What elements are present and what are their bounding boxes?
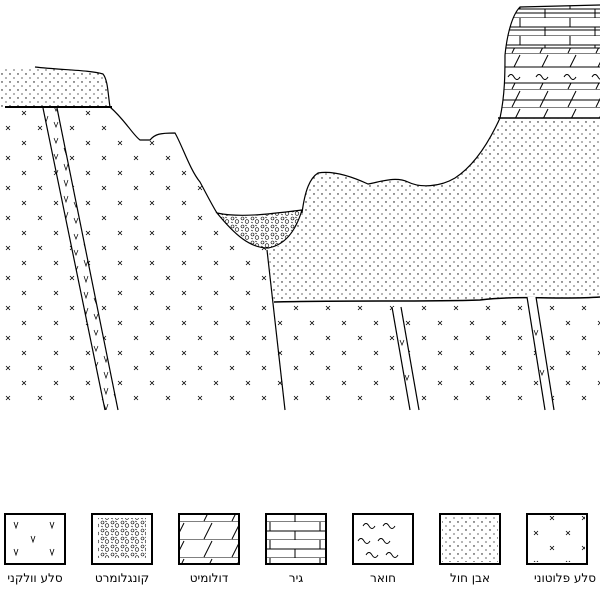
legend-item-dolomite: דולומיט <box>178 513 240 585</box>
sandstone-swatch <box>442 516 498 562</box>
dolomite-swatch <box>180 515 238 563</box>
legend-label-marl: חואר <box>370 571 396 585</box>
fault-line <box>266 249 286 411</box>
cliff-stratigraphic-sequence <box>500 5 600 118</box>
conglomerate-swatch <box>98 518 146 558</box>
legend-item-sandstone: אבן חול <box>439 513 501 585</box>
volcanic-swatch <box>13 521 55 557</box>
plutonic-rock-layer <box>0 107 600 410</box>
marl-swatch <box>357 523 399 558</box>
legend-label-dolomite: דולומיט <box>190 571 229 585</box>
legend-item-volcanic: סלע וולקני <box>4 513 66 585</box>
legend-item-marl: חואר <box>352 513 414 585</box>
legend: סלע וולקני קונגלומרט דולומיט גיר חואר <box>4 513 596 585</box>
plutonic-swatch <box>529 516 585 562</box>
plutonic-surface-line <box>109 106 218 214</box>
legend-label-plutonic: סלע פלוטוני <box>534 571 596 585</box>
legend-label-volcanic: סלע וולקני <box>7 571 63 585</box>
volcanic-dike-middle <box>391 306 420 411</box>
legend-label-sandstone: אבן חול <box>450 571 490 585</box>
legend-item-limestone: גיר <box>265 513 327 585</box>
legend-label-limestone: גיר <box>289 571 303 585</box>
volcanic-dike-left <box>42 107 119 411</box>
limestone-swatch <box>267 515 325 563</box>
legend-item-plutonic: סלע פלוטוני <box>526 513 596 585</box>
legend-label-conglomerate: קונגלומרט <box>95 571 149 585</box>
legend-item-conglomerate: קונגלומרט <box>91 513 153 585</box>
volcanic-dike-right <box>526 296 555 411</box>
